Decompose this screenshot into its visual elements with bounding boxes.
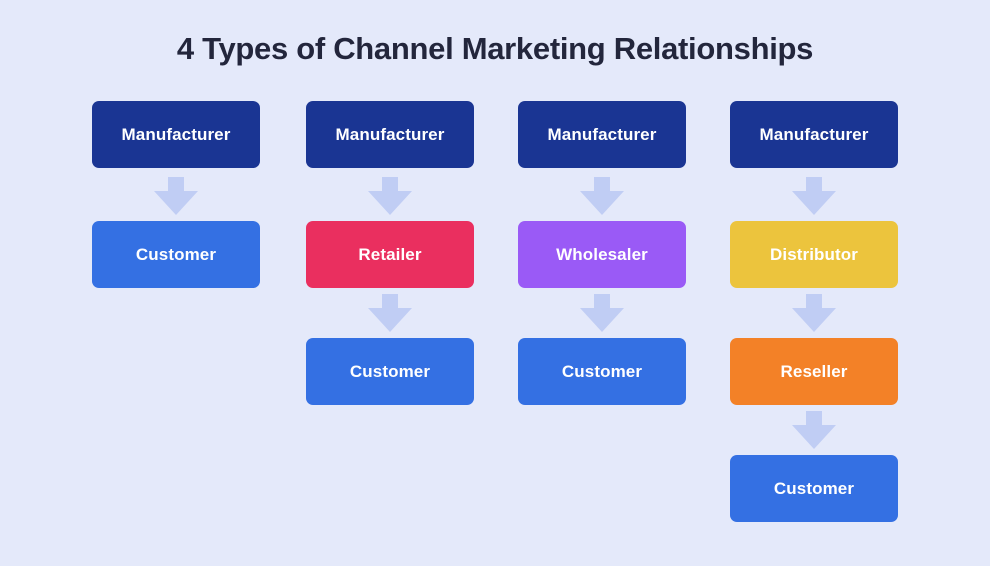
node-manufacturer: Manufacturer — [730, 101, 898, 168]
node-retailer: Retailer — [306, 221, 474, 288]
down-arrow-icon — [792, 177, 836, 215]
node-manufacturer: Manufacturer — [306, 101, 474, 168]
node-customer: Customer — [306, 338, 474, 405]
down-arrow-icon — [792, 411, 836, 449]
channel-column-2: Manufacturer Retailer Customer — [306, 0, 474, 566]
down-arrow-icon — [580, 294, 624, 332]
down-arrow-icon — [792, 294, 836, 332]
down-arrow-icon — [580, 177, 624, 215]
node-distributor: Distributor — [730, 221, 898, 288]
node-customer: Customer — [518, 338, 686, 405]
node-manufacturer: Manufacturer — [518, 101, 686, 168]
channel-column-4: Manufacturer Distributor Reseller Custom… — [730, 0, 898, 566]
node-wholesaler: Wholesaler — [518, 221, 686, 288]
node-customer: Customer — [730, 455, 898, 522]
diagram-title: 4 Types of Channel Marketing Relationshi… — [176, 31, 814, 66]
node-customer: Customer — [92, 221, 260, 288]
channel-column-3: Manufacturer Wholesaler Customer — [518, 0, 686, 566]
channel-column-1: Manufacturer Customer — [92, 0, 260, 566]
down-arrow-icon — [368, 294, 412, 332]
node-reseller: Reseller — [730, 338, 898, 405]
node-manufacturer: Manufacturer — [92, 101, 260, 168]
down-arrow-icon — [154, 177, 198, 215]
down-arrow-icon — [368, 177, 412, 215]
